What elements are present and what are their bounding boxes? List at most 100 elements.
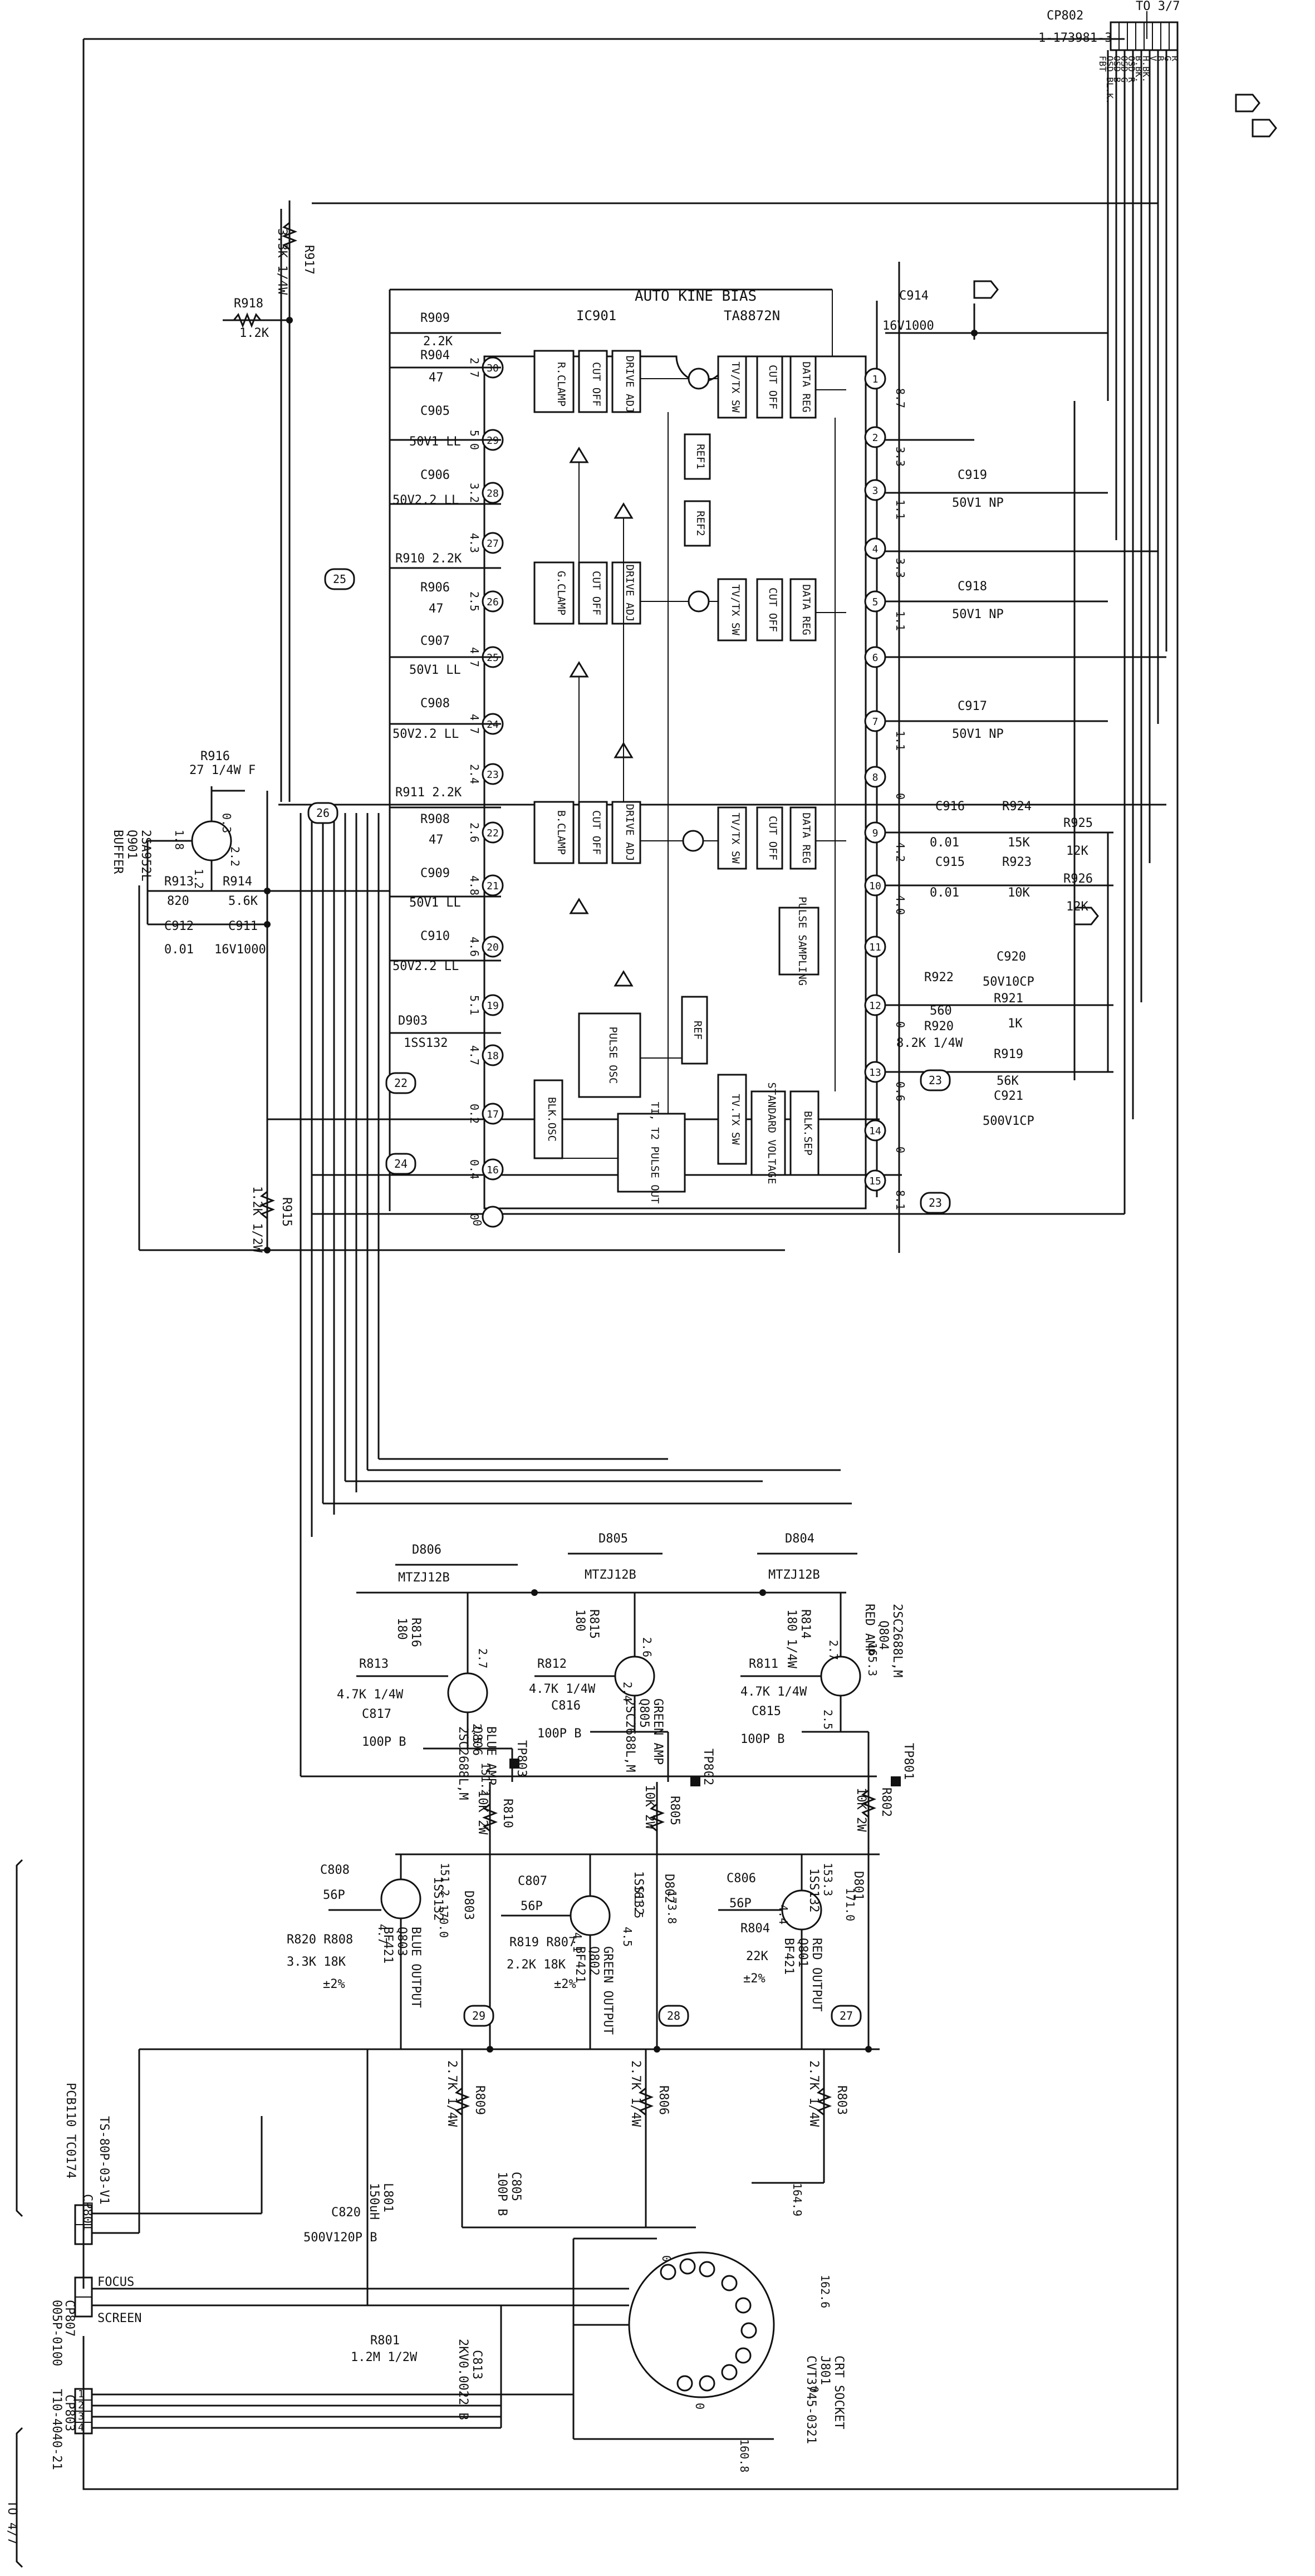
c918-value: 50V1 NP — [952, 608, 1004, 621]
c918-label: C918 — [958, 580, 987, 594]
q805-part: 2SC2688L,M — [623, 1698, 637, 1772]
r813-value: 4.7K 1/4W — [337, 1688, 404, 1702]
net-marker-label: 28 — [667, 2009, 680, 2022]
net-marker — [463, 2005, 494, 2027]
ic-right-pin-number: 13 — [869, 1067, 881, 1079]
r802-label: R802 — [879, 1787, 893, 1817]
block-g-clamp: G.CLAMP — [533, 561, 575, 625]
svg-text:CUT OFF: CUT OFF — [590, 362, 602, 407]
net-marker — [307, 802, 338, 824]
d801-value: 1SS132 — [807, 1868, 821, 1912]
node-voltage-label: 153.3 — [821, 1863, 835, 1896]
ic-left-pin-voltage: 5.1 — [468, 995, 481, 1015]
node-voltage-label: 2.7 — [827, 1640, 840, 1660]
q802-ref: Q802 — [587, 1946, 601, 1976]
r920-label: R920 — [924, 1020, 954, 1034]
block-r-drive: DRIVE ADJ — [611, 350, 641, 413]
focus-label: FOCUS — [97, 2275, 134, 2289]
r801-label: R801 — [370, 2334, 400, 2348]
r814-value: 180 1/4W — [784, 1609, 798, 1669]
r806-label: R806 — [656, 2085, 670, 2115]
block-pulse-out: TI, T2 PULSE OUT — [617, 1101, 686, 1204]
d803-value: 1SS132 — [431, 1877, 445, 1921]
r914-value: 5.6K — [228, 894, 258, 908]
node-voltage-label: 0 — [693, 2403, 706, 2410]
ic-left-pin — [482, 763, 504, 785]
q803-name: BLUE OUTPUT — [409, 1927, 423, 2008]
q806-part: 2SC2688L,M — [456, 1726, 470, 1800]
node-voltage-label: 151.2 — [438, 1863, 452, 1896]
left-component-labels: R909 2.2K R904 47 C905 50V1 LL C906 50V2… — [111, 311, 462, 1253]
d805-label: D805 — [598, 1532, 628, 1546]
ic-ref: IC901 — [576, 308, 616, 324]
d805-value: MTZJ12B — [585, 1568, 636, 1582]
ic-right-pin — [864, 766, 886, 788]
ic-title: AUTO KINE BIAS — [635, 288, 757, 305]
node-voltage-label: 1.2 — [192, 869, 205, 889]
tp801-label: TP801 — [901, 1743, 915, 1780]
d802-value: 1SS132 — [631, 1871, 645, 1915]
to-sheet-3-7: TO 3/7 — [1136, 0, 1180, 13]
r923-value: 10K — [1008, 886, 1030, 900]
r820-tol: ±2% — [323, 1977, 345, 1991]
svg-text:DATA REG: DATA REG — [800, 584, 812, 635]
c807-value: 56P — [521, 1899, 543, 1913]
crt-socket-label: CRT SOCKET — [832, 2355, 846, 2429]
node-voltage-label: 160.8 — [738, 2439, 751, 2472]
c817-label: C817 — [362, 1707, 391, 1721]
c907-value: 50V1 LL — [409, 663, 461, 677]
ic-left-pin-voltage: 0 — [468, 1213, 481, 1220]
r915-value: 1.2K 1/2W — [250, 1186, 264, 1253]
q804-name: RED AMP — [862, 1604, 876, 1656]
r923-label: R923 — [1002, 855, 1032, 869]
r925-value: 12K — [1066, 844, 1088, 858]
ic-right-pin-voltage: 0 — [894, 1147, 907, 1153]
cp802-pin-label: B — [1155, 56, 1166, 61]
ic-right-pin-number: 1 — [872, 374, 879, 385]
c815-label: C815 — [752, 1705, 781, 1718]
r908-value: 47 — [429, 833, 444, 847]
net-marker-label: 27 — [840, 2009, 853, 2022]
c808-value: 56P — [323, 1888, 345, 1902]
svg-text:PULSE SAMPLING: PULSE SAMPLING — [796, 897, 808, 986]
c911-label: C911 — [228, 919, 258, 933]
cp802-pin-label: OSD BL.K. — [1105, 56, 1115, 104]
block-datareg-3: DATA REG — [789, 806, 817, 870]
svg-text:1: 1 — [78, 2388, 84, 2400]
c808-label: C808 — [320, 1863, 350, 1877]
node-voltage-label: 2.5 — [470, 1723, 484, 1744]
ic-left-pin-voltage: 4.8 — [468, 875, 481, 895]
tp802-label: TP802 — [701, 1749, 715, 1785]
r810-label: R810 — [501, 1799, 514, 1828]
r913-label: R913 — [164, 875, 194, 889]
q804-ref: Q804 — [876, 1620, 890, 1650]
c920-label: C920 — [997, 950, 1026, 964]
cp807-part: 005P-0100 — [50, 2300, 63, 2366]
r820-value: 3.3K 18K — [287, 1955, 346, 1969]
svg-text:CUT OFF: CUT OFF — [590, 810, 602, 855]
ic-left-pin-number: 17 — [487, 1109, 499, 1120]
c911-value: 16V1000 — [214, 943, 266, 957]
block-b-cutoff: CUT OFF — [578, 801, 608, 864]
r919-value: 56K — [997, 1074, 1019, 1088]
node-voltage-label: 4.1 — [571, 1932, 584, 1952]
svg-text:B.CLAMP: B.CLAMP — [555, 810, 567, 855]
r909-value: 2.2K — [423, 335, 453, 349]
c805-value: 100P B — [495, 2172, 509, 2216]
r915-label: R915 — [279, 1197, 293, 1227]
c915-label: C915 — [935, 855, 965, 869]
ic-left-pin-voltage: 4.3 — [468, 533, 481, 553]
c806-label: C806 — [727, 1872, 756, 1886]
ic-right-pin-voltage: 8.1 — [894, 1190, 907, 1210]
tp803-label: TP803 — [514, 1740, 528, 1777]
r911-label: R911 2.2K — [395, 786, 462, 800]
block-r-clamp: R.CLAMP — [533, 350, 575, 413]
net-marker-label: 23 — [929, 1196, 942, 1209]
q805-name: GREEN AMP — [651, 1698, 665, 1765]
c820-value: 500V120P B — [303, 2231, 377, 2245]
ic-right-pin-voltage: 0.6 — [894, 1081, 907, 1101]
d802-label: D802 — [662, 1874, 676, 1903]
r918-label: R918 — [234, 297, 263, 311]
q802-name: GREEN OUTPUT — [601, 1946, 615, 2035]
